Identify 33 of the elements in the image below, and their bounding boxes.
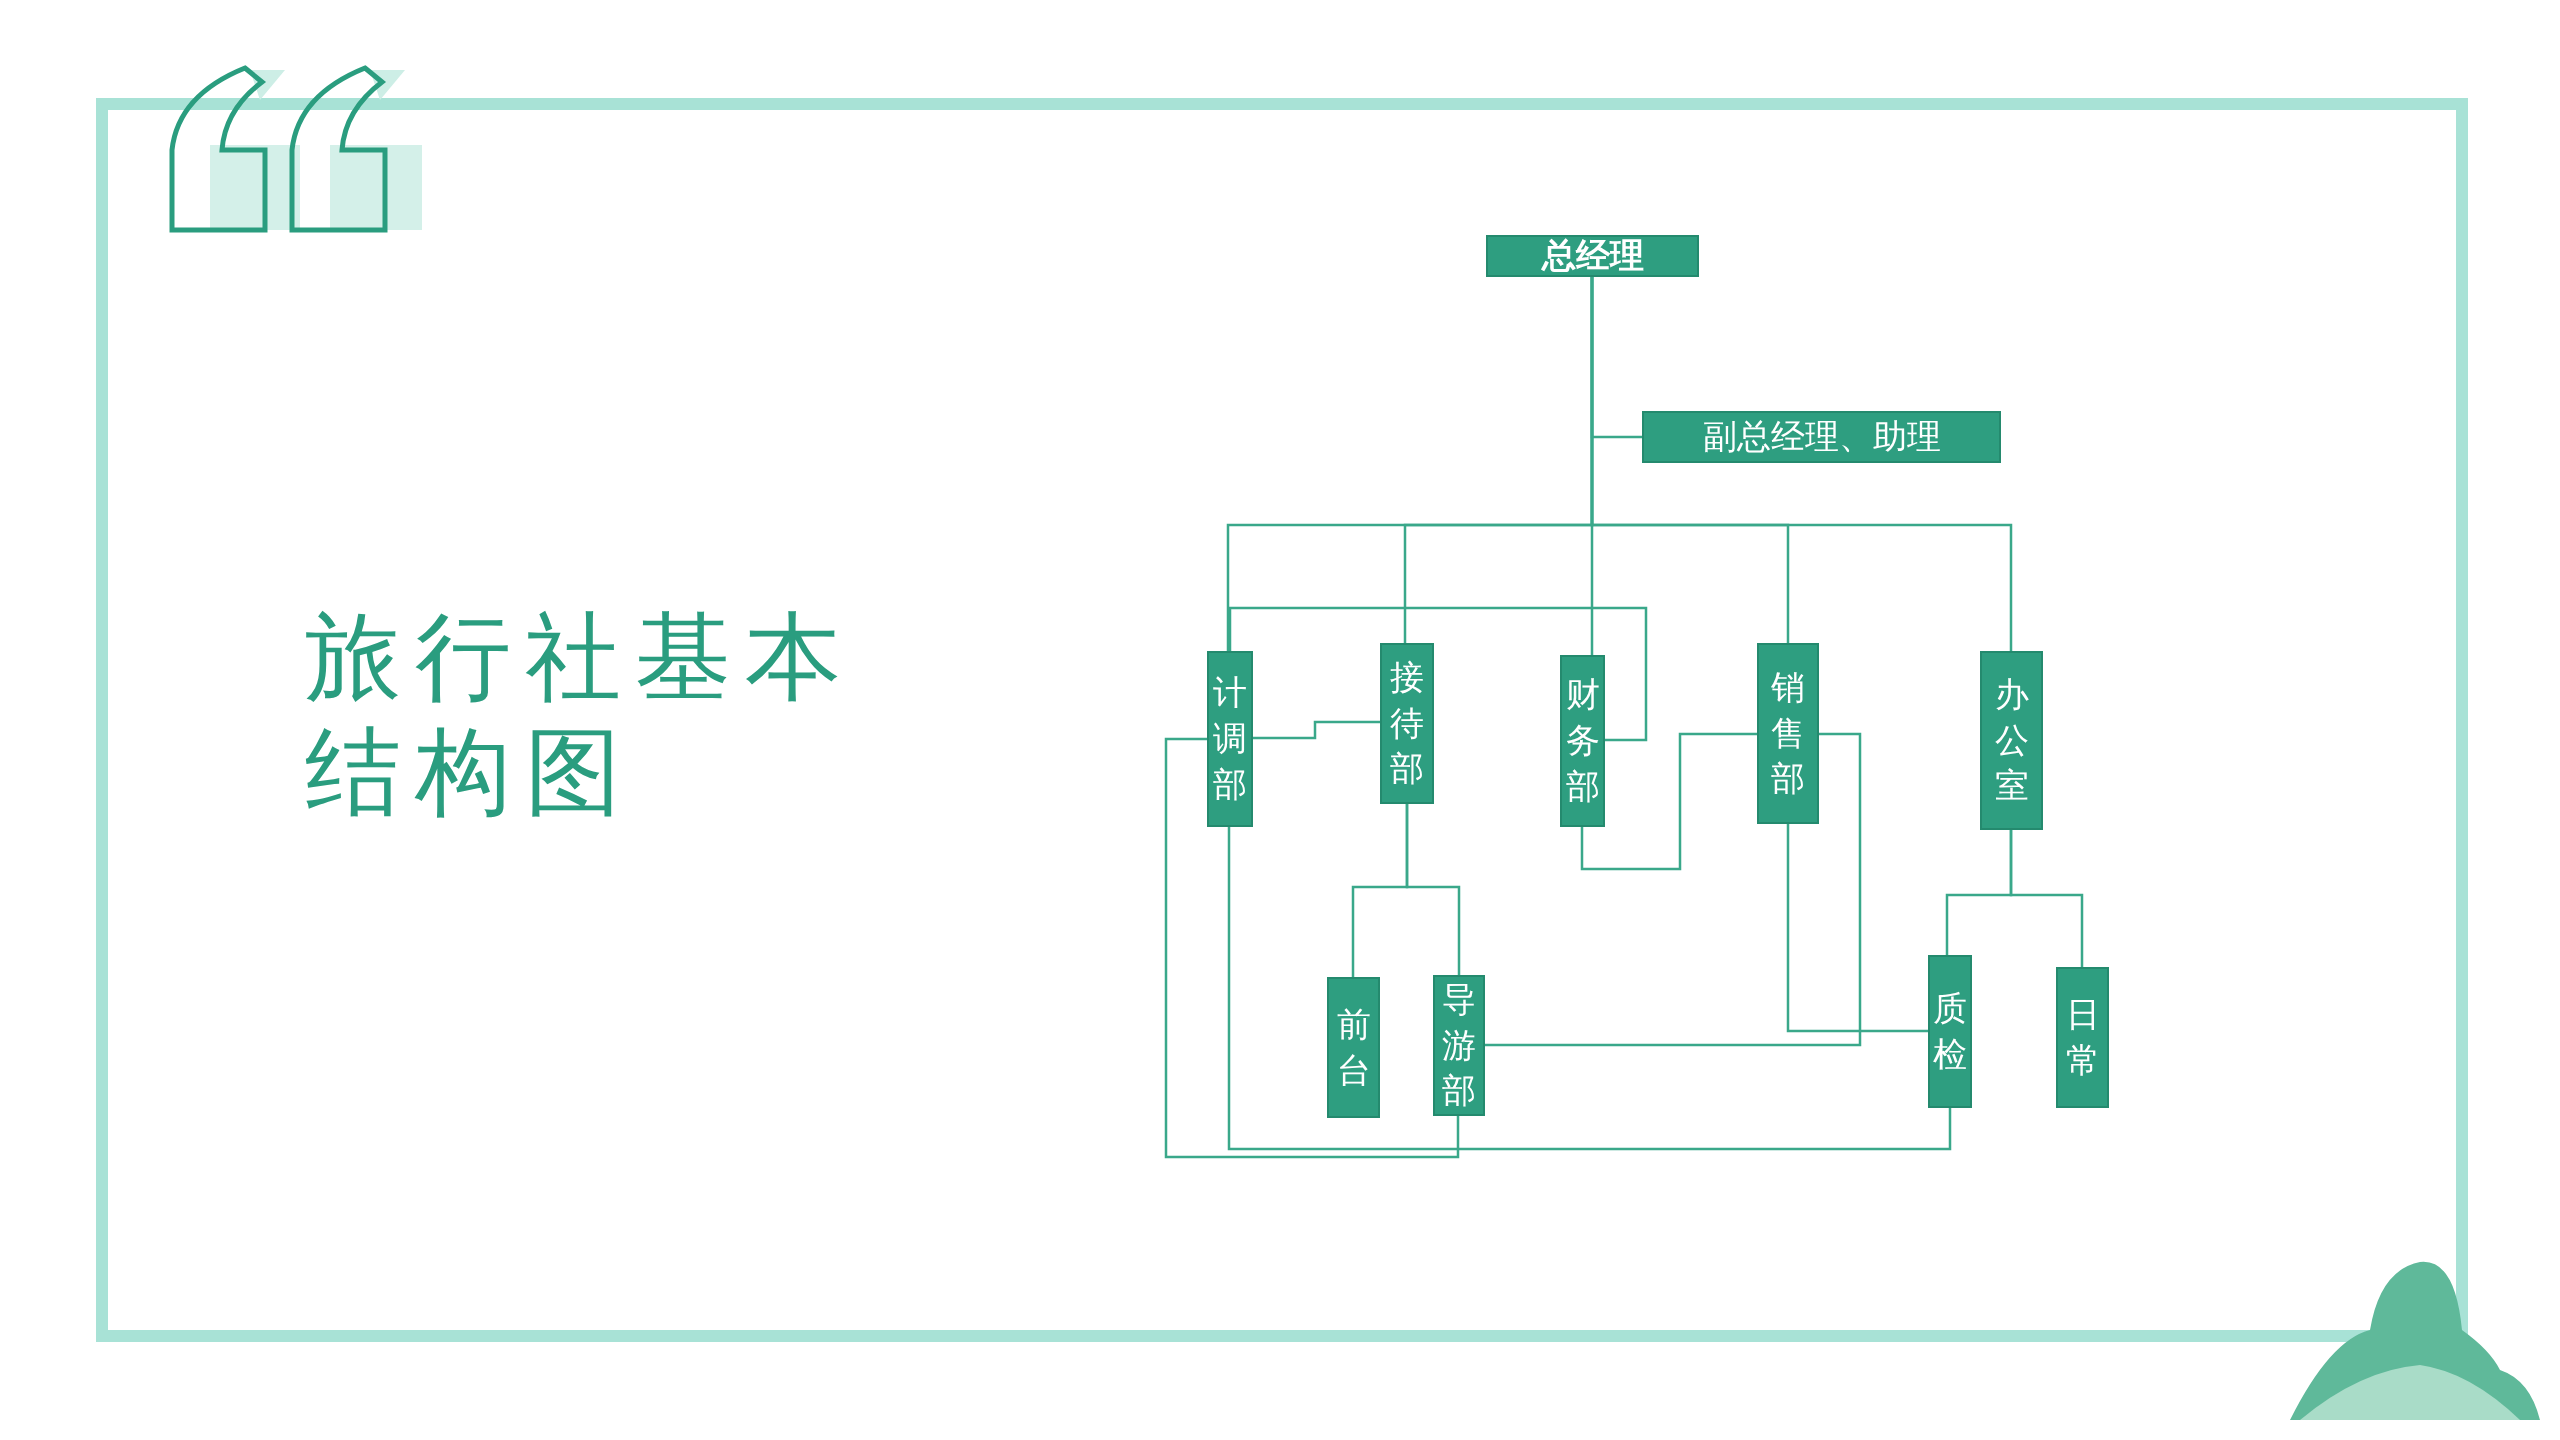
connector-line	[1228, 606, 1648, 742]
department-box	[1327, 977, 1380, 1118]
node-label: 前台	[1336, 1002, 1371, 1092]
department-box	[1928, 955, 1972, 1108]
connector-line	[1485, 732, 1862, 1047]
slide-title: 旅行社基本结构图	[305, 600, 856, 831]
connector-line	[1580, 732, 1757, 871]
department-box	[2056, 967, 2109, 1108]
department-box	[1560, 655, 1605, 827]
node-label: 导游部	[1442, 977, 1476, 1113]
node-label: 日常	[2065, 992, 2100, 1082]
node-label: 质检	[1933, 986, 1967, 1076]
node-label: 总经理	[1541, 237, 1644, 275]
department-box	[1757, 643, 1819, 824]
node-label: 财务部	[1565, 673, 1600, 808]
department-box	[1207, 651, 1253, 827]
connector-line	[1405, 804, 1461, 975]
position-box	[1642, 411, 2001, 463]
node-label: 销售部	[1771, 665, 1805, 801]
connector-line	[1253, 720, 1380, 740]
department-box	[1980, 651, 2043, 830]
connector-line	[1227, 827, 1952, 1151]
department-box	[1380, 643, 1434, 804]
department-box	[1433, 975, 1485, 1116]
position-box	[1486, 235, 1699, 277]
connector-line	[1786, 824, 1928, 1033]
node-label: 接待部	[1390, 655, 1424, 791]
connector-line	[1590, 277, 2013, 651]
connector-line	[2009, 830, 2084, 967]
node-label: 办公室	[1994, 672, 2029, 808]
node-label: 计调部	[1213, 671, 1247, 806]
node-label: 副总经理、助理	[1702, 418, 1941, 456]
connector-line	[1164, 737, 1460, 1159]
